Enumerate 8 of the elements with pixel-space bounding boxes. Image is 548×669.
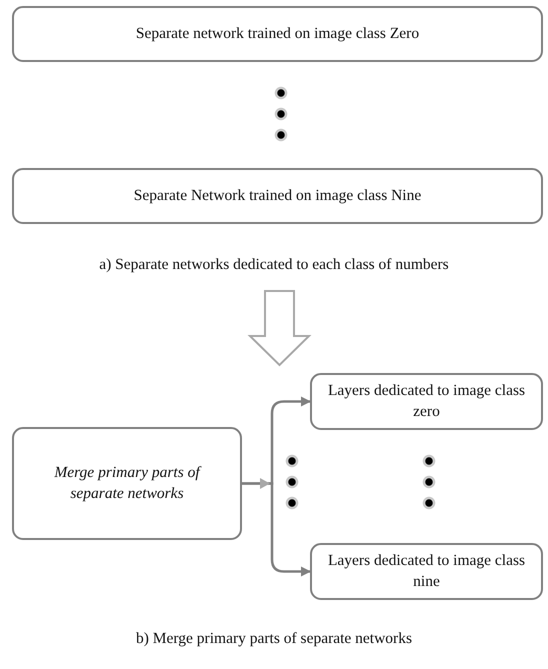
- connector-arrow: [242, 482, 311, 576]
- process-box: Separate network trained on image class Zero: [12, 6, 543, 62]
- process-box: Merge primary parts of separate networks: [12, 427, 242, 540]
- process-box: Layers dedicated to image class zero: [310, 373, 543, 430]
- process-box: Separate Network trained on image class Nine: [12, 168, 543, 224]
- caption: a) Separate networks dedicated to each class of numbers: [98, 256, 450, 274]
- caption: b) Merge primary parts of separate networks: [134, 630, 414, 648]
- process-box: Layers dedicated to image class nine: [310, 543, 543, 600]
